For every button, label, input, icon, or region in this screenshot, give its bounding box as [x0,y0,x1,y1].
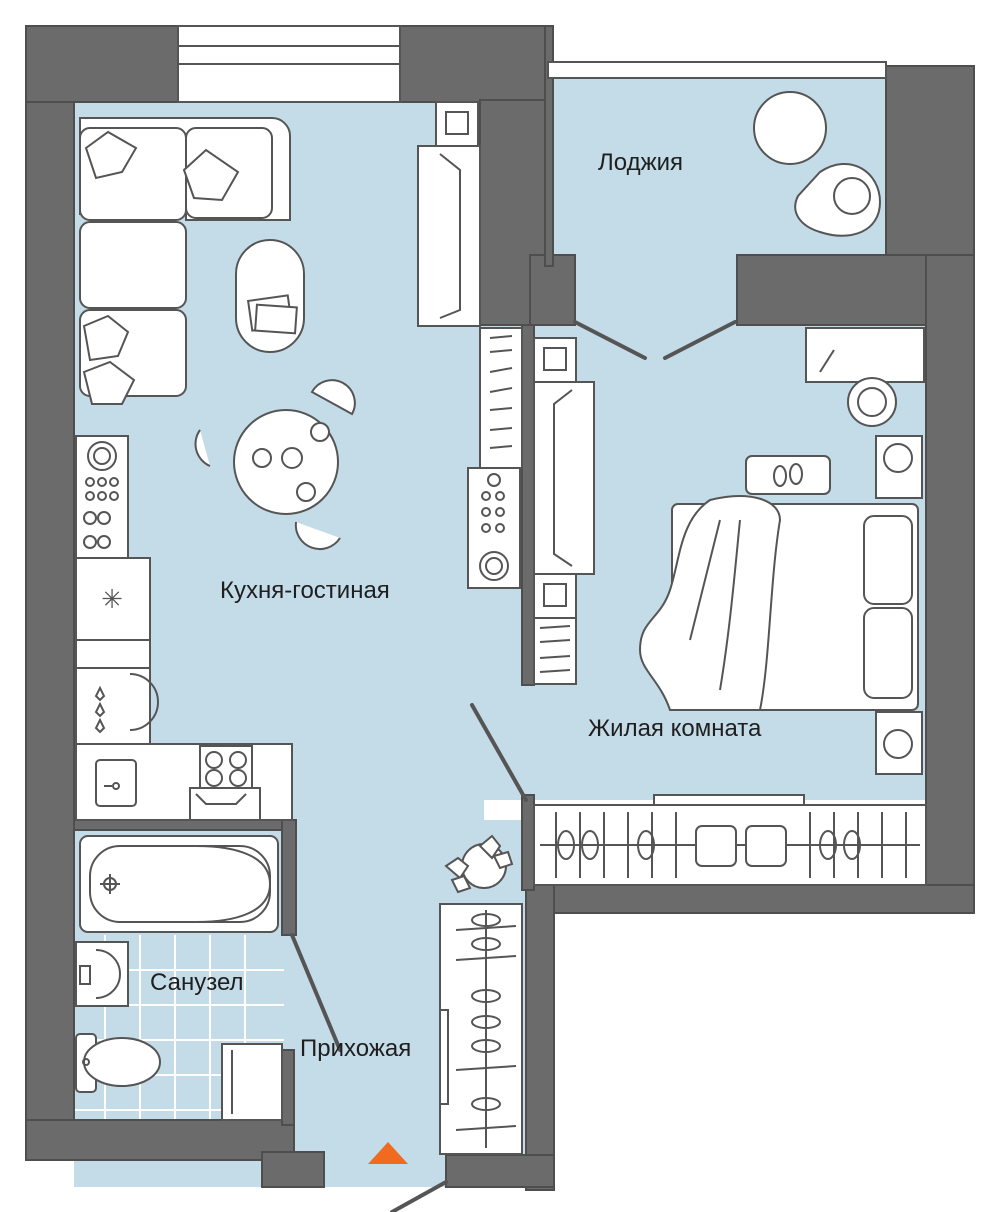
windows [177,25,887,806]
window-bedroom-sill [653,794,805,806]
wall-bathroom-top [73,819,297,831]
walls [25,25,975,1191]
desk-icon [805,327,925,383]
chair-icon [194,379,356,551]
wall-left [25,25,75,1161]
room-label-bathroom: Санузел [150,969,244,996]
wall-right [925,254,975,911]
bedroom-tv-unit-icon [533,337,595,685]
room-label-hallway: Прихожая [300,1035,411,1062]
toilet-icon [75,1033,161,1093]
door-loggia-right [663,320,737,360]
door-bedroom [470,703,528,802]
speaker-icon [467,467,521,589]
dining-table-icon [233,409,339,515]
bed-icon [638,495,919,711]
hall-wardrobe-icon [439,903,523,1155]
wall-top-mid [399,25,549,103]
door-loggia-left [573,320,647,360]
door-entrance [390,1180,448,1212]
wall-bathroom-right-upper [281,819,297,936]
wall-partition [521,324,535,686]
entrance-arrow-icon [368,1142,408,1164]
nightstand-icon [875,435,923,775]
washing-machine-icon [221,1043,283,1121]
wall-partition-lower [521,794,535,891]
room-label-kitchen-living: Кухня-гостиная [220,577,390,604]
tv-stand-icon [417,101,481,327]
room-label-loggia: Лоджия [598,149,683,176]
wall-bottom-right [525,884,975,914]
window-loggia [547,61,887,79]
wall-bottom-hall-right [445,1154,555,1188]
coffee-table-icon [235,239,305,353]
bathroom-sink-icon [75,941,129,1007]
wall-top-left [25,25,179,103]
wall-bottom-left-step [261,1151,325,1188]
wall-loggia-left [544,25,554,267]
slippers-icon [745,455,831,495]
svg-text:✳: ✳ [101,585,123,615]
bathtub-icon [79,835,279,933]
door-bathroom [290,933,342,1052]
plant-icon [444,834,514,894]
wall-bottom-left [25,1119,295,1161]
armchair-icon [794,162,882,237]
room-label-living-room: Жилая комната [588,715,762,742]
stool-icon [847,377,897,427]
sink-icon [95,759,137,807]
wall-bathroom-right-lower [281,1049,295,1126]
oven-icon [189,745,261,821]
stove-icon [83,441,119,549]
round-table-icon [753,91,827,165]
wardrobe-icon [533,804,927,886]
bookshelf-icon [479,327,523,469]
wall-loggia-right [885,65,975,267]
wall-hall-right [525,884,555,1191]
doors [290,320,737,1212]
fridge-icon: ✳ [101,585,123,615]
sofa-icon [79,117,291,405]
loggia-passage-floor [570,255,740,325]
hob-icon [94,673,159,734]
